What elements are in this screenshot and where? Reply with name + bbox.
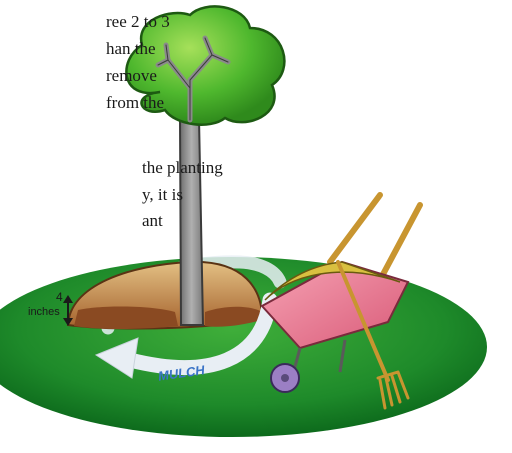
paragraph-line-7: ant <box>142 211 163 231</box>
paragraph-line-4: from the <box>106 93 164 113</box>
paragraph-line-5: the planting <box>142 158 223 178</box>
paragraph-line-6: y, it is <box>142 185 183 205</box>
paragraph-line-1: ree 2 to 3 <box>106 12 170 32</box>
tree-trunk <box>180 118 203 325</box>
measurement-unit: inches <box>28 306 60 318</box>
measurement-value: 4 <box>56 290 63 304</box>
paragraph-line-3: remove <box>106 66 157 86</box>
paragraph-line-2: han the <box>106 39 156 59</box>
mulch-soil-cut <box>74 306 178 329</box>
